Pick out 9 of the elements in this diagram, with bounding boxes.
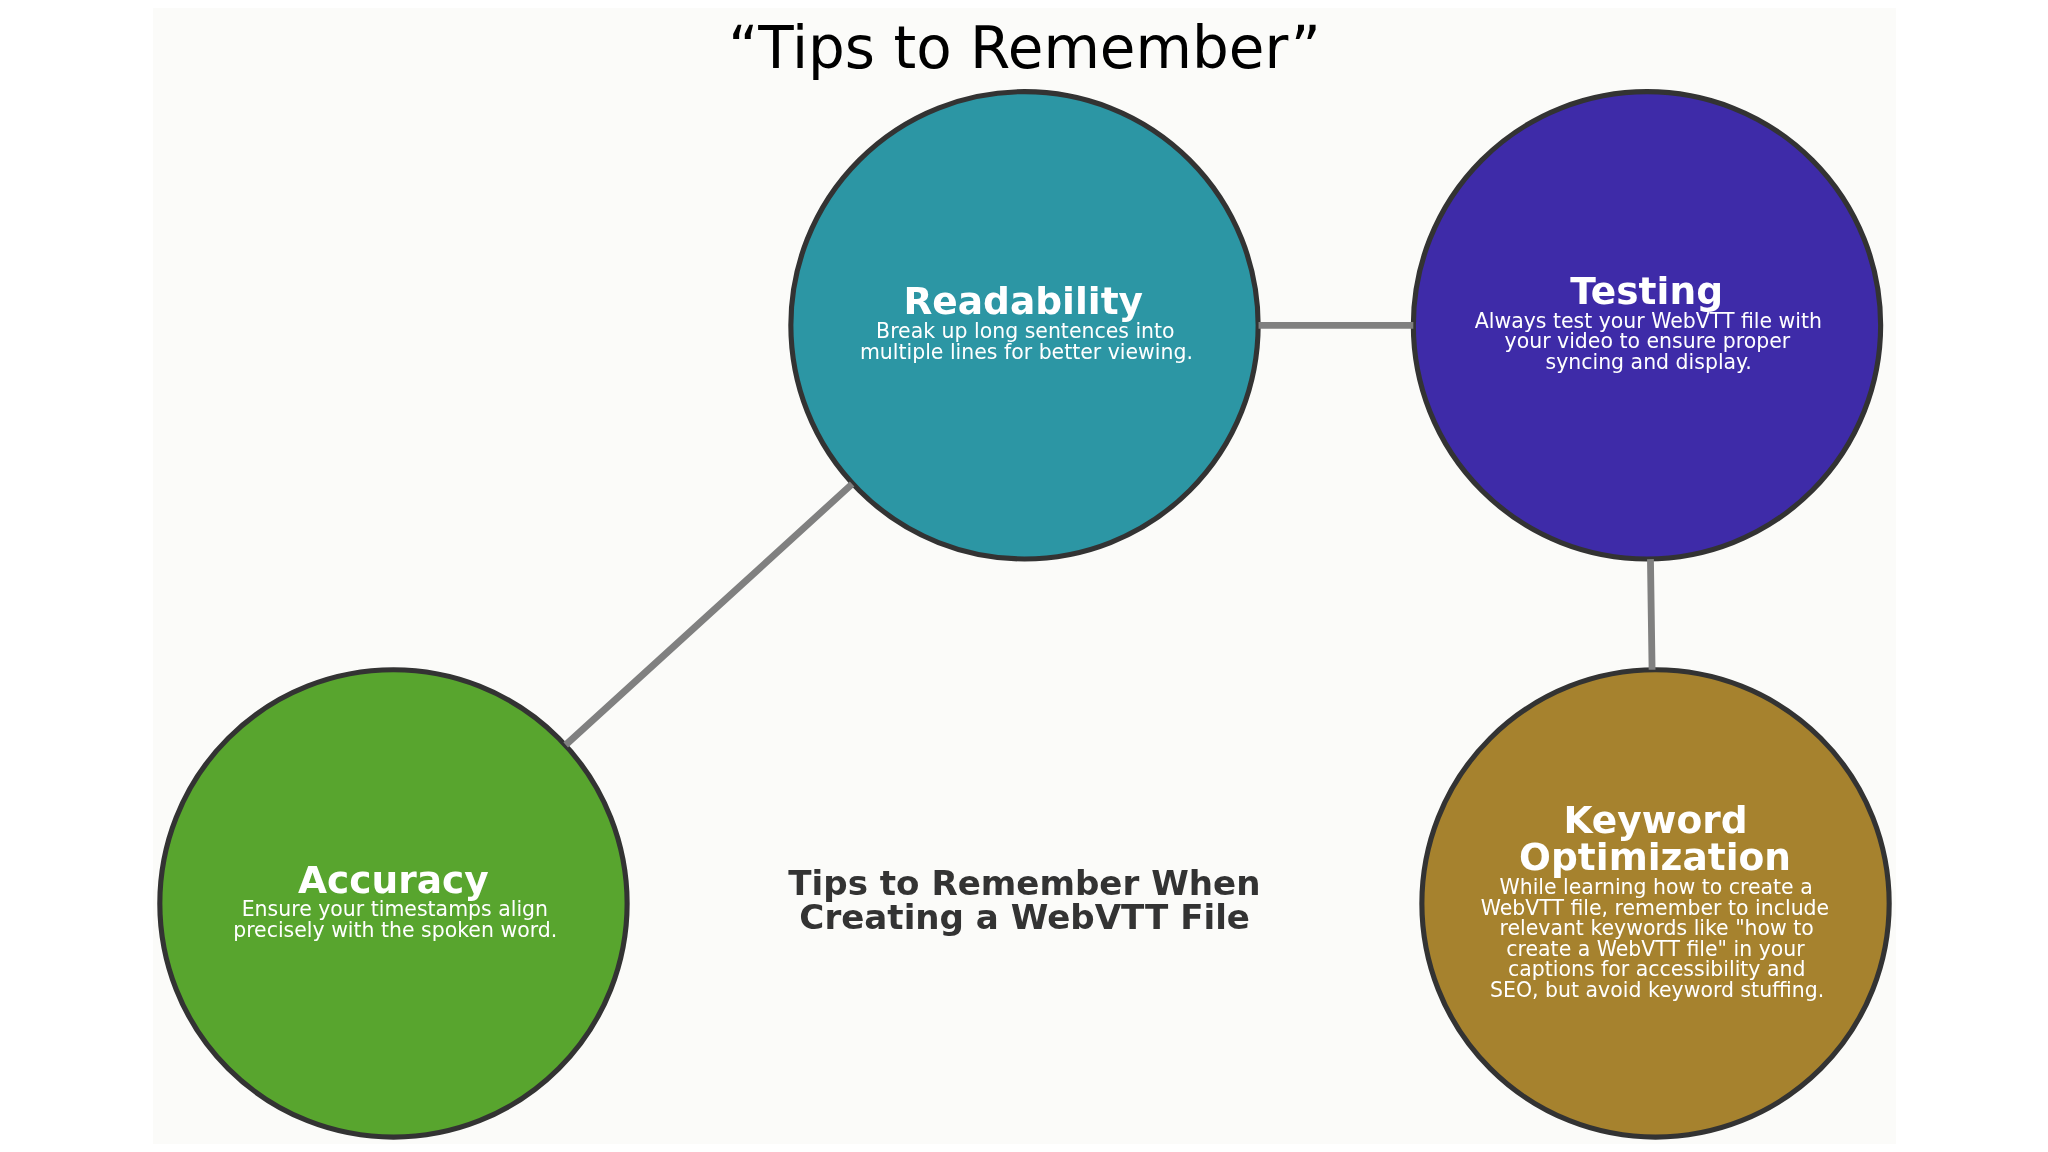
connector	[1258, 321, 1413, 329]
connector	[1646, 559, 1655, 670]
node-circle: Testing Always test your WebVTT file with your video to ensure proper syncing and display.	[1410, 89, 1883, 562]
node-circle: Readability Break up long sentences into multiple lines for better viewing.	[787, 89, 1261, 562]
node-circle: Keyword Optimization While learning how to create a WebVTT file, remember to include relevant keywords like "how to create a WebVTT file" in your captions for accessibility and SEO, but avoid keyword stuffing.	[1418, 667, 1892, 1140]
node-circle: Accuracy Ensure your timestamps align precisely with the spoken word.	[156, 667, 630, 1140]
label: Tips to Remember When Creating a WebVTT File	[787, 862, 1260, 938]
diagram-title: “Tips to Remember”	[727, 14, 1321, 83]
connector	[562, 481, 854, 748]
